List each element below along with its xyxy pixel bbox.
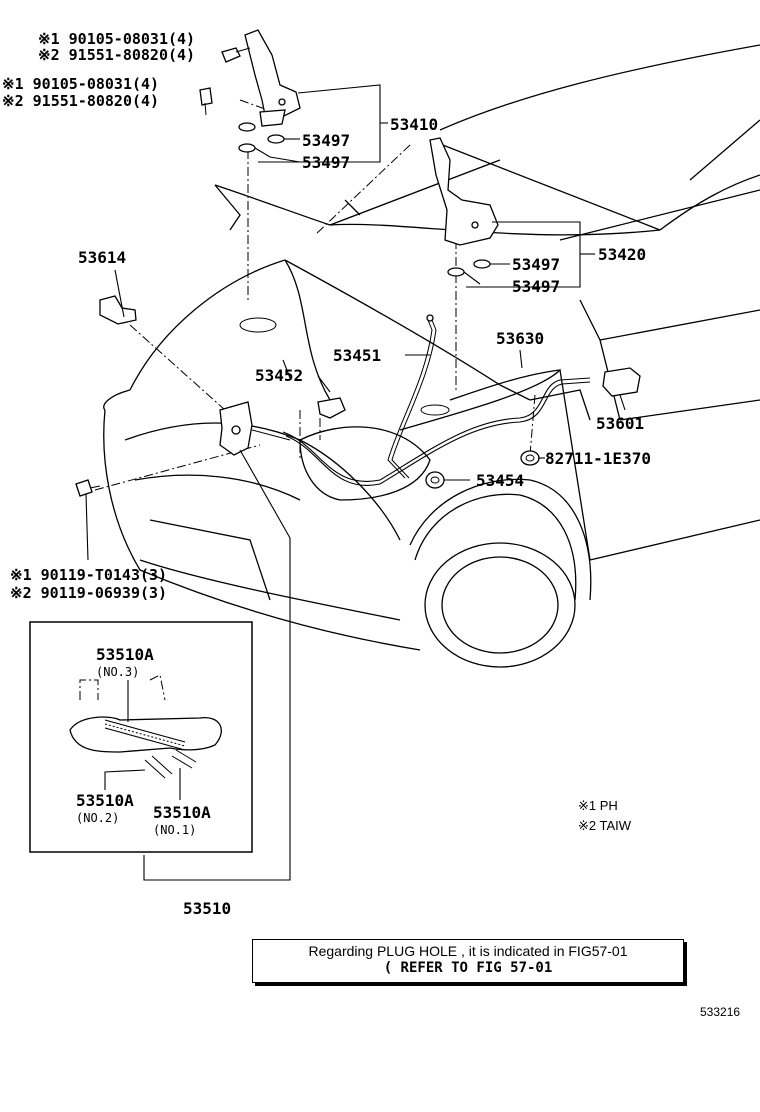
part-number-53410[interactable]: 53410 [390,115,438,134]
part-number-53614[interactable]: 53614 [78,248,126,267]
fastener-label: ※2 91551-80820(4) [38,46,195,64]
car-body-outline [103,44,760,668]
hood-lock [219,401,291,456]
note-line-1: Regarding PLUG HOLE , it is indicated in… [308,943,628,959]
part-number-53420[interactable]: 53420 [598,245,646,264]
bolt-icon [199,87,213,116]
bolt-icon [221,47,251,63]
inset-box [29,621,253,853]
note-line-2[interactable]: ( REFER TO FIG 57-01 [383,960,553,976]
part-number-53497[interactable]: 53497 [512,277,560,296]
hood-hinge-left [244,29,301,127]
part-number-53630[interactable]: 53630 [496,329,544,348]
fastener-label: ※2 91551-80820(4) [2,92,159,110]
fastener-label: ※1 90105-08031(4) [38,30,195,48]
washer-icon [447,267,465,277]
hood-support-rod [387,314,437,479]
spring-no1-icon [171,749,197,769]
fastener-label: ※1 90119-T0143(3) [10,566,167,584]
fastener-label: ※2 90119-06939(3) [10,584,167,602]
part-number-53452[interactable]: 53452 [255,366,303,385]
inset-sub-no3: (NO.3) [96,665,139,679]
inset-sub-no2: (NO.2) [76,811,119,825]
part-number-53497[interactable]: 53497 [512,255,560,274]
inset-part-53510a-no1[interactable]: 53510A [153,803,211,822]
part-number-53451[interactable]: 53451 [333,346,381,365]
part-number-53497[interactable]: 53497 [302,131,350,150]
hood-lock-striker [317,397,346,419]
legend-taiw: ※2 TAIW [578,818,632,833]
part-number-53510[interactable]: 53510 [183,899,231,918]
washer-icon [267,134,285,144]
inset-sub-no1: (NO.1) [153,823,196,837]
part-number-53601[interactable]: 53601 [596,414,644,433]
washer-icon [238,143,256,153]
part-number-53454[interactable]: 53454 [476,471,524,490]
inset-part-53510a-no2[interactable]: 53510A [76,791,134,810]
washer-icon [238,122,256,132]
hood-release-handle [602,367,641,397]
grommet-icon [520,450,540,466]
plug-hole-note: Regarding PLUG HOLE , it is indicated in… [252,939,684,983]
spring-no2-icon [144,755,173,779]
hood-release-cable [282,377,591,486]
part-number-82711[interactable]: 82711-1E370 [545,449,651,468]
washer-icon [473,259,491,269]
inset-part-53510a-no3[interactable]: 53510A [96,645,154,664]
leader-lines [85,84,626,881]
bolt-icon [75,479,101,497]
part-number-53497[interactable]: 53497 [302,153,350,172]
figure-code: 533216 [700,1005,741,1019]
cushion-icon [425,471,445,489]
fastener-label: ※1 90105-08031(4) [2,75,159,93]
hood-hinge-right [429,137,499,246]
legend-ph: ※1 PH [578,798,618,813]
hood-support-bracket [99,295,137,325]
spring-no3-icon [104,719,186,751]
